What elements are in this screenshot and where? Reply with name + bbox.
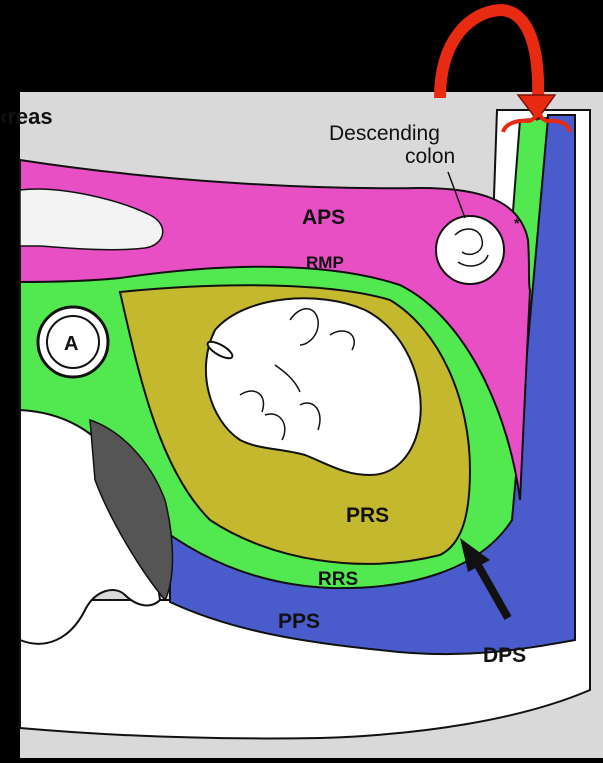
label-a: A: [64, 333, 78, 355]
descending-colon-label-line1: Descending: [329, 122, 440, 145]
label-rrs: RRS: [318, 569, 358, 590]
descending-colon: [436, 216, 504, 284]
label-prs: PRS: [346, 504, 389, 527]
label-rmp: RMP: [306, 253, 344, 272]
label-aps: APS: [302, 206, 345, 229]
descending-colon-label-line2: colon: [405, 145, 455, 168]
label-dps: DPS: [483, 644, 526, 667]
top-left-label: ‹reas: [0, 104, 53, 129]
label-pps: PPS: [278, 610, 320, 633]
asterisk-marker: *: [514, 215, 520, 231]
red-curved-arrow: [440, 10, 538, 100]
